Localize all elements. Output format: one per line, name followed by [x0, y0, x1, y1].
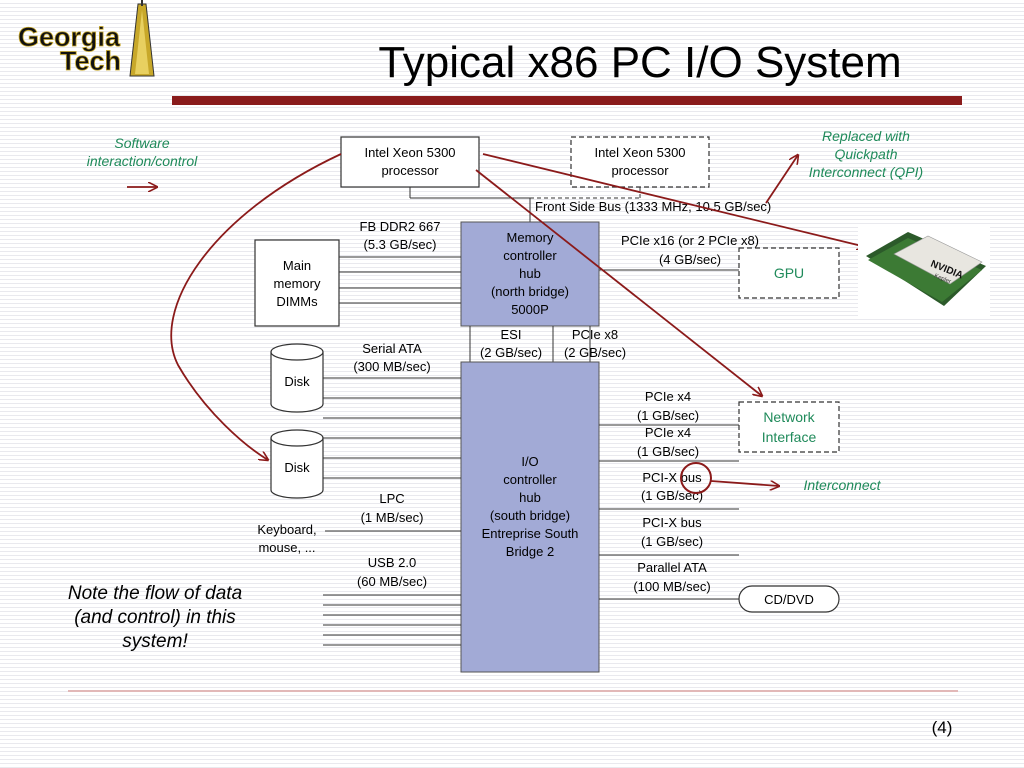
mch-label-5: 5000P [511, 302, 549, 317]
fsb-to-qpi-arrow [765, 155, 798, 204]
pcix1-label-2: (1 GB/sec) [641, 488, 703, 503]
sata-label-1: Serial ATA [362, 341, 422, 356]
pcix2-label-2: (1 GB/sec) [641, 534, 703, 549]
pcie4b-label-1: PCIe x4 [645, 425, 691, 440]
pcie4a-label-2: (1 GB/sec) [637, 408, 699, 423]
usb-label-1: USB 2.0 [368, 555, 416, 570]
georgia-tech-logo: Georgia Tech [18, 0, 155, 77]
interconnect-note: Interconnect [803, 477, 881, 493]
esi-label-1: ESI [501, 327, 522, 342]
pata-label-2: (100 MB/sec) [633, 579, 710, 594]
usb-bus-lines [323, 594, 461, 646]
cpu2-label-1: Intel Xeon 5300 [594, 145, 685, 160]
title-underline-bar [172, 96, 962, 105]
software-note-line1: Software [114, 135, 170, 151]
footer-divider [68, 690, 958, 692]
cpu-to-gpu-arrow [482, 153, 866, 247]
dimms-label-2: memory [274, 276, 321, 291]
pcix-to-interconnect-arrow [710, 480, 779, 486]
nic-label-2: Interface [762, 429, 817, 445]
qpi-note-line3: Interconnect (QPI) [808, 164, 924, 180]
page-number: (4) [931, 718, 953, 737]
ich-label-1: I/O [521, 454, 538, 469]
lpc-label-2: (1 MB/sec) [361, 510, 424, 525]
disk1-cylinder [270, 343, 324, 413]
cpu1-label-1: Intel Xeon 5300 [364, 145, 455, 160]
qpi-note-line1: Replaced with [822, 128, 910, 144]
disk2-cylinder [270, 429, 324, 499]
mch-label-3: hub [519, 266, 541, 281]
pcix2-label-1: PCI-X bus [642, 515, 702, 530]
usb-label-2: (60 MB/sec) [357, 574, 427, 589]
flow-note-line3: system! [122, 631, 188, 652]
sata-label-2: (300 MB/sec) [353, 359, 430, 374]
esi-label-2: (2 GB/sec) [480, 345, 542, 360]
dimms-label-1: Main [283, 258, 311, 273]
main-memory-box [254, 239, 340, 327]
pcix1-label-1: PCI-X bus [642, 470, 702, 485]
mch-label-2: controller [503, 248, 557, 263]
keyboard-label-1: Keyboard, [257, 522, 316, 537]
cpu-to-nic-arrow [475, 169, 762, 396]
sata-bus-lines [323, 377, 461, 479]
nic-label-1: Network [763, 409, 815, 425]
flow-note-line2: (and control) in this [74, 607, 236, 628]
fbddr-label-2: (5.3 GB/sec) [364, 237, 437, 252]
ich-label-5: Entreprise South [482, 526, 579, 541]
pcie16-label-2: (4 GB/sec) [659, 252, 721, 267]
gpu-box [738, 247, 840, 299]
logo-text-tech: Tech [60, 46, 121, 76]
nvidia-kepler-chip-image: NVIDIA Kepler [858, 226, 990, 318]
cddvd-label: CD/DVD [764, 592, 814, 607]
pcie16-label-1: PCIe x16 (or 2 PCIe x8) [621, 233, 759, 248]
qpi-note-line2: Quickpath [834, 146, 898, 162]
pcie4b-label-2: (1 GB/sec) [637, 444, 699, 459]
cpu1-label-2: processor [381, 163, 439, 178]
slide-title: Typical x86 PC I/O System [378, 38, 902, 87]
cd-dvd-box [738, 585, 840, 613]
cpu2-label-2: processor [611, 163, 669, 178]
cpu1-box [340, 136, 480, 188]
disk1-label: Disk [284, 374, 310, 389]
pata-label-1: Parallel ATA [637, 560, 707, 575]
dimms-label-3: DIMMs [276, 294, 318, 309]
flow-note: Note the flow of data (and control) in t… [30, 582, 280, 654]
disk2-label: Disk [284, 460, 310, 475]
fsb-label: Front Side Bus (1333 MHz, 10.5 GB/sec) [535, 199, 771, 214]
memory-controller-hub [460, 221, 600, 327]
mch-label-1: Memory [507, 230, 554, 245]
pcix-highlight-circle [680, 462, 712, 494]
keyboard-label-2: mouse, ... [258, 540, 315, 555]
gpu-label: GPU [774, 265, 804, 281]
ich-label-4: (south bridge) [490, 508, 570, 523]
logo-text-georgia: Georgia [18, 22, 121, 52]
network-interface-box [738, 401, 840, 453]
pcie8-label-1: PCIe x8 [572, 327, 618, 342]
flow-arrows [127, 154, 866, 486]
cpu2-box [570, 136, 710, 188]
software-note: Software interaction/control [62, 134, 222, 170]
pcie8-label-2: (2 GB/sec) [564, 345, 626, 360]
ich-label-2: controller [503, 472, 557, 487]
memory-bus-lines [339, 256, 461, 304]
cpu-to-disk-arrow [170, 153, 342, 460]
qpi-note: Replaced with Quickpath Interconnect (QP… [780, 127, 952, 181]
io-controller-hub [460, 361, 600, 673]
fbddr-label-1: FB DDR2 667 [360, 219, 441, 234]
ich-label-3: hub [519, 490, 541, 505]
flow-note-line1: Note the flow of data [67, 583, 243, 604]
pcie4a-label-1: PCIe x4 [645, 389, 691, 404]
software-note-line2: interaction/control [86, 153, 198, 169]
mch-label-4: (north bridge) [491, 284, 569, 299]
lpc-label-1: LPC [379, 491, 404, 506]
ich-label-6: Bridge 2 [506, 544, 554, 559]
